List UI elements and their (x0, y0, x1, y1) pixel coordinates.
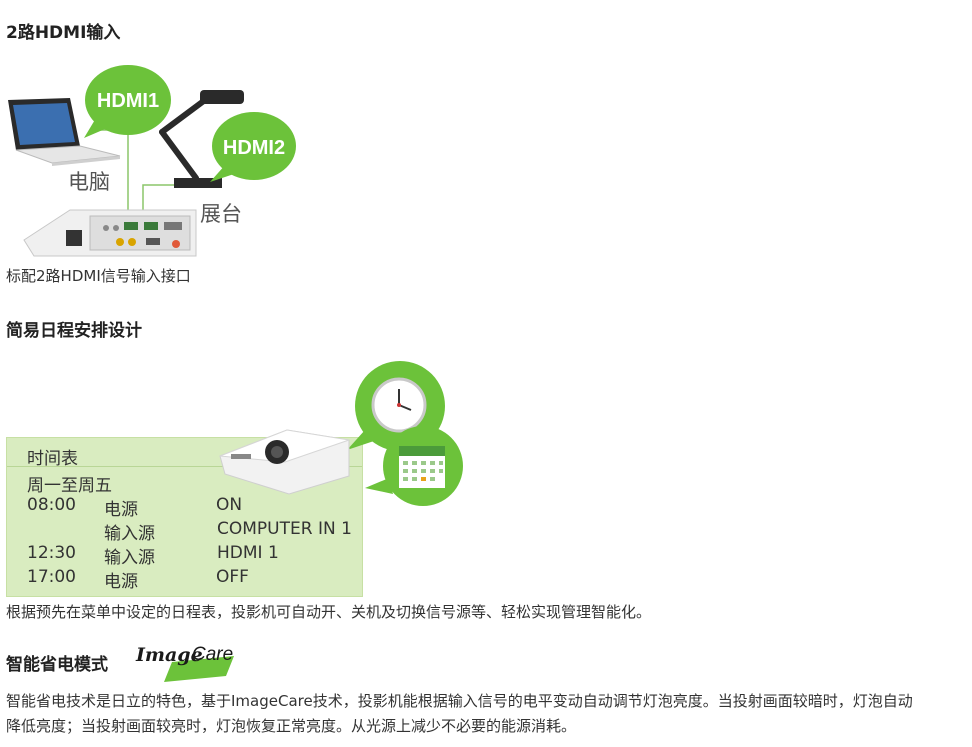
section-title-eco: 智能省电模式 (6, 655, 108, 675)
caption-hdmi: 标配2路HDMI信号输入接口 (6, 267, 191, 285)
hdmi2-bubble-icon: HDMI2 (210, 112, 296, 182)
imagecare-logo: Image Care (134, 642, 236, 684)
schedule-item: 输入源 (104, 548, 155, 568)
section-title-hdmi: 2路HDMI输入 (6, 23, 121, 43)
svg-text:HDMI2: HDMI2 (223, 137, 285, 159)
svg-text:HDMI1: HDMI1 (97, 90, 159, 112)
caption-schedule: 根据预先在菜单中设定的日程表，投影机可自动开、关机及切换信号源等、轻松实现管理智… (6, 603, 652, 621)
eco-description-line1: 智能省电技术是日立的特色，基于ImageCare技术，投影机能根据输入信号的电平… (6, 692, 913, 710)
hdmi-illustration: HDMI1 HDMI2 (8, 65, 296, 257)
document-camera-icon (159, 90, 244, 188)
projector-rear-icon (23, 209, 197, 257)
schedule-value: OFF (216, 567, 249, 587)
schedule-illustration (219, 361, 463, 506)
laptop-icon (8, 98, 121, 166)
hdmi1-bubble-icon: HDMI1 (84, 65, 171, 138)
schedule-value: HDMI 1 (217, 543, 279, 563)
eco-description-line2: 降低亮度；当投射画面较亮时，灯泡恢复正常亮度。从光源上减少不必要的能源消耗。 (6, 717, 577, 735)
section-title-schedule: 简易日程安排设计 (6, 321, 142, 341)
label-document-camera: 展台 (200, 202, 242, 226)
schedule-item: 输入源 (104, 524, 155, 544)
schedule-value: ON (216, 495, 243, 515)
schedule-value: COMPUTER IN 1 (217, 519, 352, 539)
schedule-header: 时间表 (27, 449, 78, 469)
calendar-bubble-icon (365, 426, 463, 506)
schedule-days: 周一至周五 (27, 476, 112, 496)
schedule-item: 电源 (104, 572, 138, 592)
schedule-item: 电源 (104, 500, 138, 520)
schedule-time: 17:00 (27, 567, 76, 587)
schedule-time: 08:00 (27, 495, 76, 515)
projector-icon (219, 429, 350, 495)
schedule-time: 12:30 (27, 543, 76, 563)
label-computer: 电脑 (68, 170, 110, 194)
